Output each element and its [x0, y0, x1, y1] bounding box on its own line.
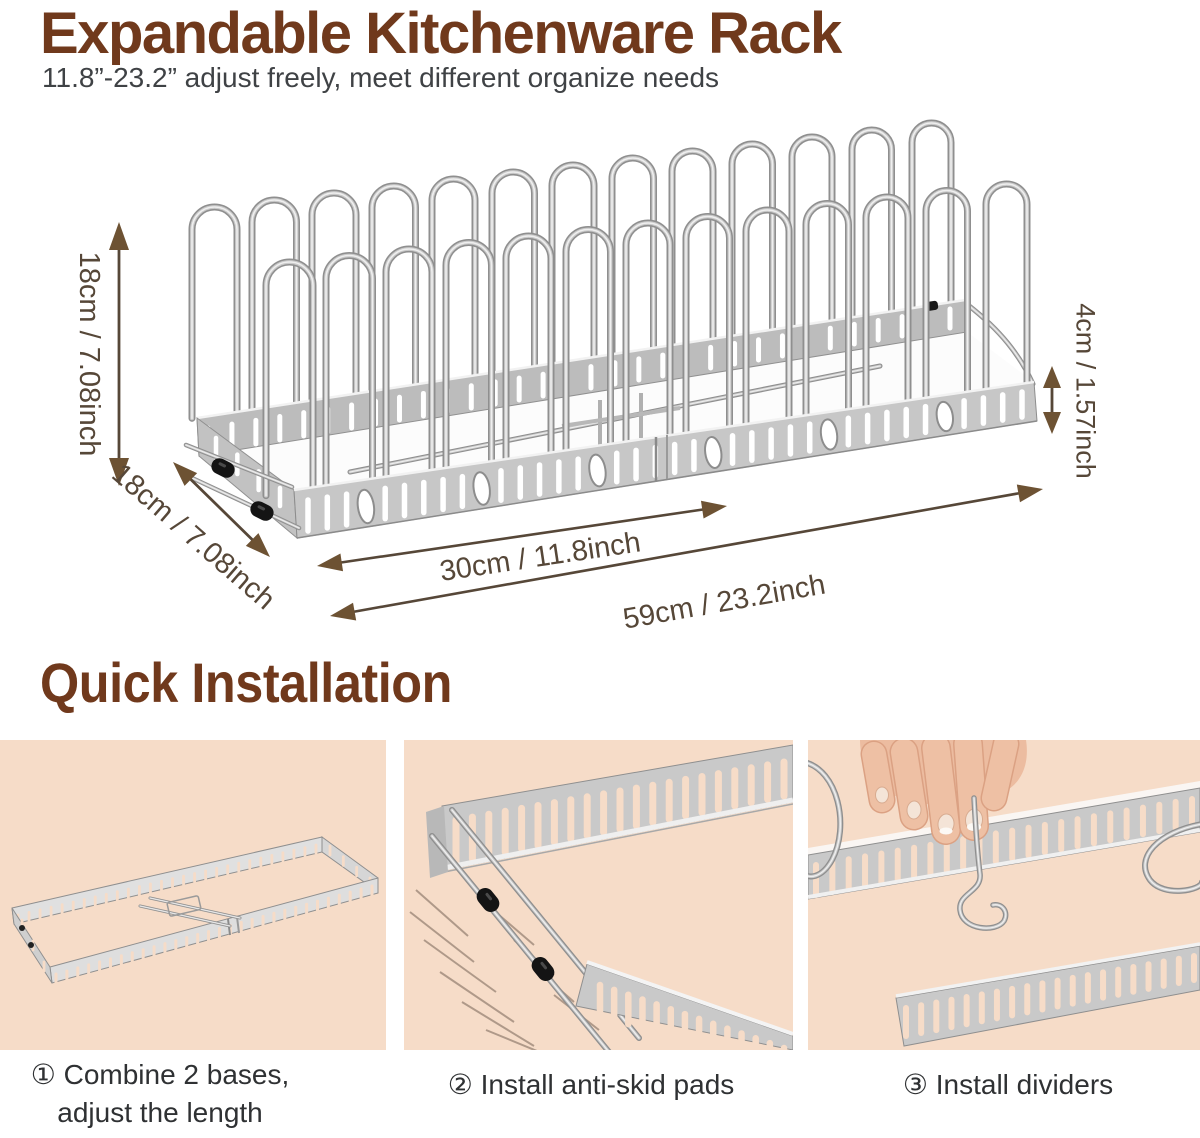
dim-base-height: 4cm / 1.57inch [1071, 303, 1101, 479]
step-number-1: ① [30, 1059, 56, 1090]
install-divider-illustration [808, 740, 1200, 1047]
rack-dimension-diagram: 18cm / 7.08inch 18cm / 7.08inch 4cm / 1.… [73, 119, 1101, 636]
step-text-1b: adjust the length [57, 1097, 263, 1128]
rack-illustration [183, 119, 1038, 540]
step-caption-1: ① Combine 2 bases, adjust the length [5, 1056, 315, 1132]
step-caption-3: ③ Install dividers [812, 1066, 1200, 1104]
step-text-1: Combine 2 bases, [63, 1059, 290, 1090]
step-number-3: ③ [902, 1069, 928, 1100]
step-text-3: Install dividers [935, 1069, 1114, 1100]
step-text-2: Install anti-skid pads [480, 1069, 735, 1100]
dimension-arrows [109, 222, 1061, 621]
page-subtitle: 11.8”-23.2” adjust freely, meet differen… [42, 62, 720, 93]
section-heading: Quick Installation [40, 651, 452, 714]
dim-base-length-max: 59cm / 23.2inch [621, 569, 828, 636]
step-panel-2 [404, 740, 793, 1050]
anti-skid-pads-illustration [409, 744, 793, 1050]
dim-rack-height: 18cm / 7.08inch [73, 252, 105, 457]
step-number-2: ② [447, 1069, 473, 1100]
step-caption-2: ② Install anti-skid pads [404, 1066, 778, 1104]
step-panel-1 [0, 740, 386, 1050]
step-panel-3 [808, 740, 1200, 1050]
combined-bases-illustration [11, 836, 379, 986]
page-title: Expandable Kitchenware Rack [40, 1, 842, 66]
